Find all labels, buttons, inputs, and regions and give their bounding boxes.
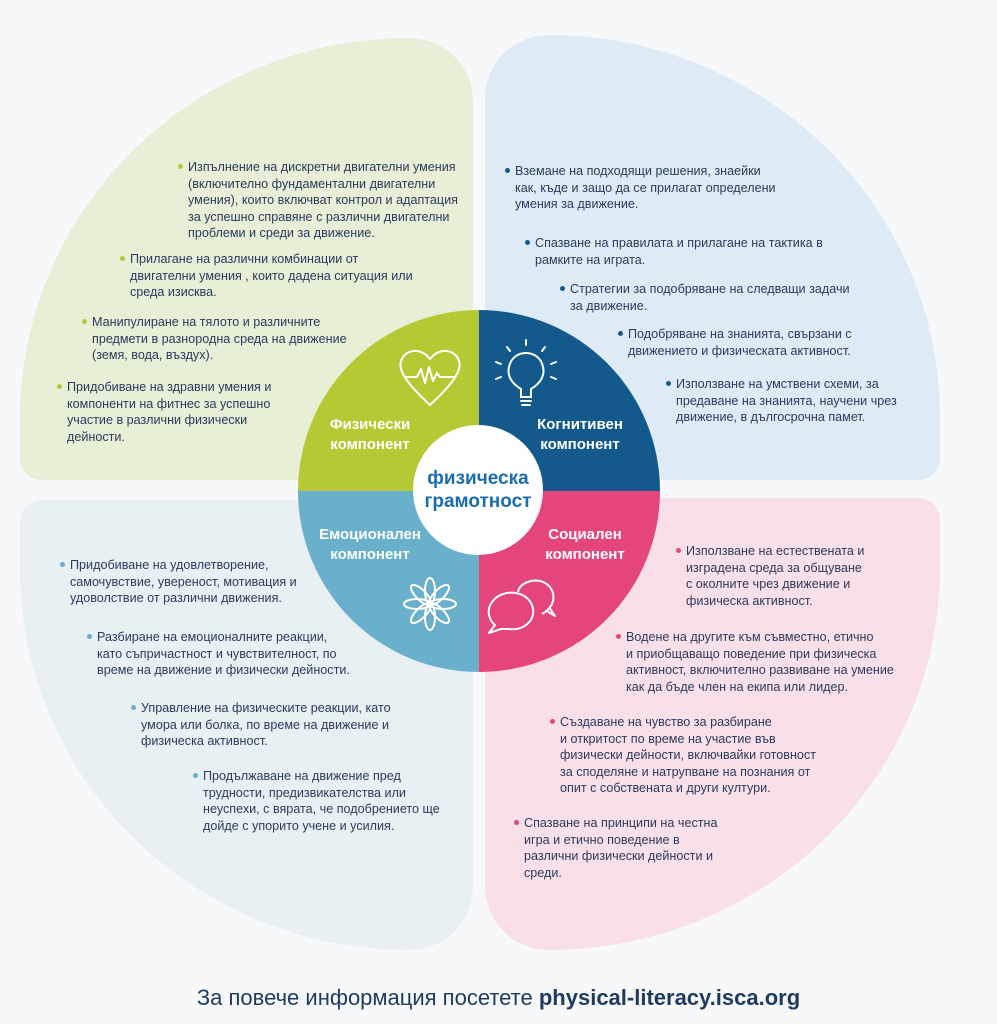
physical-item: Изпълнение на дискретни двигателни умени… bbox=[178, 159, 458, 242]
bullet-icon bbox=[505, 168, 510, 173]
physical-item: Прилагане на различни комбинации от двиг… bbox=[120, 251, 413, 301]
social-item: Водене на другите към съвместно, етично … bbox=[616, 629, 894, 695]
footer-link[interactable]: physical-literacy.isca.org bbox=[538, 985, 801, 1010]
emotional-item: Продължаване на движение пред трудности,… bbox=[193, 768, 440, 834]
emotional-item: Управление на физическите реакции, като … bbox=[131, 700, 391, 750]
item-text: Спазване на правилата и прилагане на так… bbox=[535, 236, 823, 267]
bullet-icon bbox=[82, 319, 87, 324]
center-title-line2: грамотност bbox=[424, 491, 532, 512]
item-text: Подобряване на знанията, свързани с движ… bbox=[628, 327, 852, 358]
item-text: Водене на другите към съвместно, етично … bbox=[626, 630, 894, 694]
cognitive-item: Спазване на правилата и прилагане на так… bbox=[525, 235, 823, 268]
cognitive-item: Вземане на подходящи решения, знаейки ка… bbox=[505, 163, 776, 213]
label-line: компонент bbox=[330, 436, 410, 453]
cognitive-item: Подобряване на знанията, свързани с движ… bbox=[618, 326, 852, 359]
heart-pulse-icon bbox=[399, 350, 461, 406]
label-line: Физически bbox=[329, 416, 411, 433]
bullet-icon bbox=[57, 384, 62, 389]
bullet-icon bbox=[60, 562, 65, 567]
bullet-icon bbox=[676, 548, 681, 553]
lightbulb-icon bbox=[495, 339, 557, 406]
social-item: Използване на естествената и изградена с… bbox=[676, 543, 865, 609]
physical-item: Придобиване на здравни умения и компонен… bbox=[57, 379, 272, 445]
item-text: Използване на естествената и изградена с… bbox=[686, 544, 865, 608]
bullet-icon bbox=[193, 773, 198, 778]
label-line: компонент bbox=[545, 546, 625, 563]
item-text: Управление на физическите реакции, като … bbox=[141, 701, 391, 748]
label-line: компонент bbox=[540, 436, 620, 453]
item-text: Използване на умствени схеми, за предава… bbox=[676, 377, 897, 424]
cognitive-item: Стратегии за подобряване на следващи зад… bbox=[560, 281, 850, 314]
chat-bubbles-icon bbox=[487, 579, 556, 634]
footer-text: За повече информация посетете bbox=[196, 985, 539, 1010]
item-text: Спазване на принципи на честна игра и ет… bbox=[524, 816, 718, 880]
social-item: Спазване на принципи на честна игра и ет… bbox=[514, 815, 718, 881]
emotional-item: Разбиране на емоционалните реакции, като… bbox=[87, 629, 350, 679]
bullet-icon bbox=[87, 634, 92, 639]
bullet-icon bbox=[618, 331, 623, 336]
item-text: Изпълнение на дискретни двигателни умени… bbox=[188, 160, 458, 240]
bullet-icon bbox=[178, 164, 183, 169]
bullet-icon bbox=[120, 256, 125, 261]
label-line: Социален bbox=[548, 526, 622, 543]
item-text: Вземане на подходящи решения, знаейки ка… bbox=[515, 164, 776, 211]
physical-label: Физически компонент bbox=[290, 415, 450, 455]
flower-icon bbox=[403, 577, 457, 631]
item-text: Стратегии за подобряване на следващи зад… bbox=[570, 282, 850, 313]
bullet-icon bbox=[666, 381, 671, 386]
bullet-icon bbox=[514, 820, 519, 825]
bullet-icon bbox=[131, 705, 136, 710]
item-text: Разбиране на емоционалните реакции, като… bbox=[97, 630, 350, 677]
bullet-icon bbox=[525, 240, 530, 245]
item-text: Придобиване на удовлетворение, самочувст… bbox=[70, 558, 297, 605]
item-text: Придобиване на здравни умения и компонен… bbox=[67, 380, 272, 444]
item-text: Прилагане на различни комбинации от двиг… bbox=[130, 252, 413, 299]
item-text: Манипулиране на тялото и различните пред… bbox=[92, 315, 347, 362]
physical-item: Манипулиране на тялото и различните пред… bbox=[82, 314, 347, 364]
cognitive-label: Когнитивен компонент bbox=[500, 415, 660, 455]
center-title: физическа грамотност bbox=[413, 425, 543, 555]
item-text: Създаване на чувство за разбиране и откр… bbox=[560, 715, 816, 795]
bullet-icon bbox=[550, 719, 555, 724]
cognitive-item: Използване на умствени схеми, за предава… bbox=[666, 376, 897, 426]
social-label: Социален компонент bbox=[505, 525, 665, 565]
center-title-line1: физическа bbox=[427, 468, 529, 489]
label-line: Когнитивен bbox=[537, 416, 623, 433]
emotional-item: Придобиване на удовлетворение, самочувст… bbox=[60, 557, 297, 607]
emotional-label: Емоционален компонент bbox=[290, 525, 450, 565]
footer: За повече информация посетете physical-l… bbox=[0, 985, 997, 1011]
social-item: Създаване на чувство за разбиране и откр… bbox=[550, 714, 816, 797]
bullet-icon bbox=[560, 286, 565, 291]
label-line: Емоционален bbox=[319, 526, 421, 543]
item-text: Продължаване на движение пред трудности,… bbox=[203, 769, 440, 833]
label-line: компонент bbox=[330, 546, 410, 563]
bullet-icon bbox=[616, 634, 621, 639]
